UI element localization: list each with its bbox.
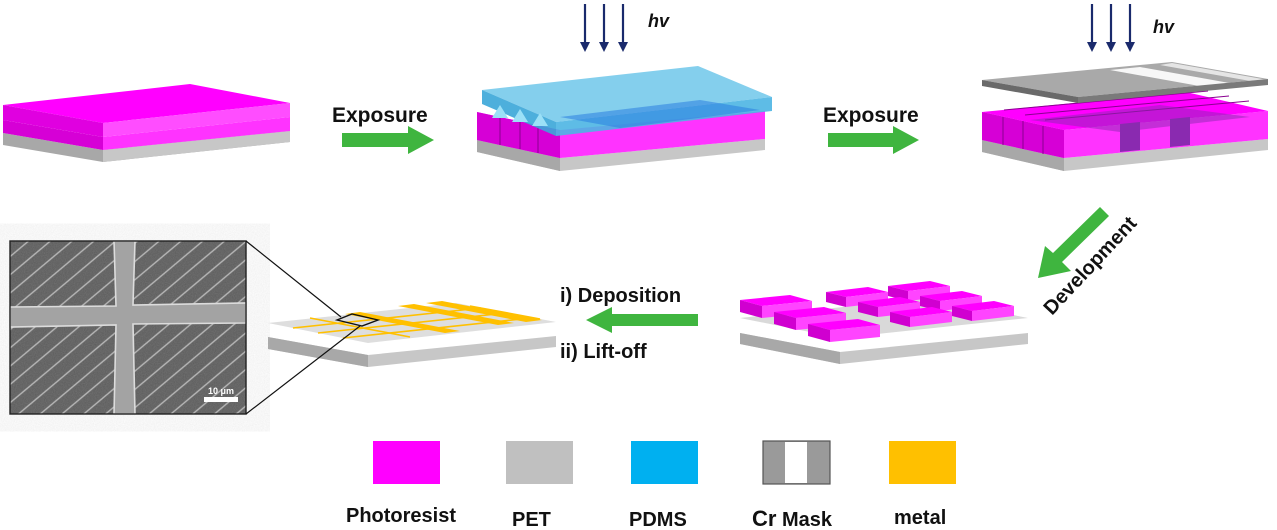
legend-swatch-cr-mask [762,440,831,485]
liftoff-label: ii) Lift-off [560,341,647,363]
legend: Photoresist PET PDMS Cr Mask metal [346,440,956,530]
zoom-box [334,313,381,327]
zoom-leader-top [245,240,342,318]
legend-label-photoresist: Photoresist [346,505,456,527]
scale-bar-label: 10 μm [208,386,234,396]
legend-label-pet: PET [512,509,551,530]
stage-3-cr-mask-exposure: hv [982,4,1268,171]
legend-swatch-photoresist [373,441,440,484]
exposure-label-1: Exposure [332,104,428,127]
photoresist-blocks [740,281,1014,342]
deposition-arrow [586,307,698,333]
hv-label-2: hv [1153,17,1175,37]
legend-label-cr: Cr [752,506,777,530]
sem-image: 10 μm [9,240,247,415]
exposure-arrow-1 [342,126,434,154]
legend-label-cr-mask: Cr Mask [752,506,833,530]
exposure-label-2: Exposure [823,104,919,127]
legend-swatch-pet [506,441,573,484]
stage-2-pdms-exposure: hv [477,4,772,171]
stage-4-developed-pattern [740,281,1028,364]
legend-label-pdms: PDMS [629,509,687,530]
uv-light-arrows-2 [1087,4,1135,52]
stage-1-substrate [3,84,290,162]
exposure-arrow-2 [828,126,919,154]
legend-label-metal: metal [894,507,946,529]
deposition-label: i) Deposition [560,285,681,307]
metal-lines [292,301,542,339]
scale-bar [204,397,238,402]
stage-5-metal-pattern [268,301,556,367]
hv-label-1: hv [648,11,670,31]
zoom-leader-bottom [245,325,361,415]
uv-light-arrows-1 [580,4,628,52]
development-arrow [1038,207,1109,278]
legend-label-mask: Mask [776,509,832,530]
legend-swatch-metal [889,441,956,484]
legend-swatch-pdms [631,441,698,484]
